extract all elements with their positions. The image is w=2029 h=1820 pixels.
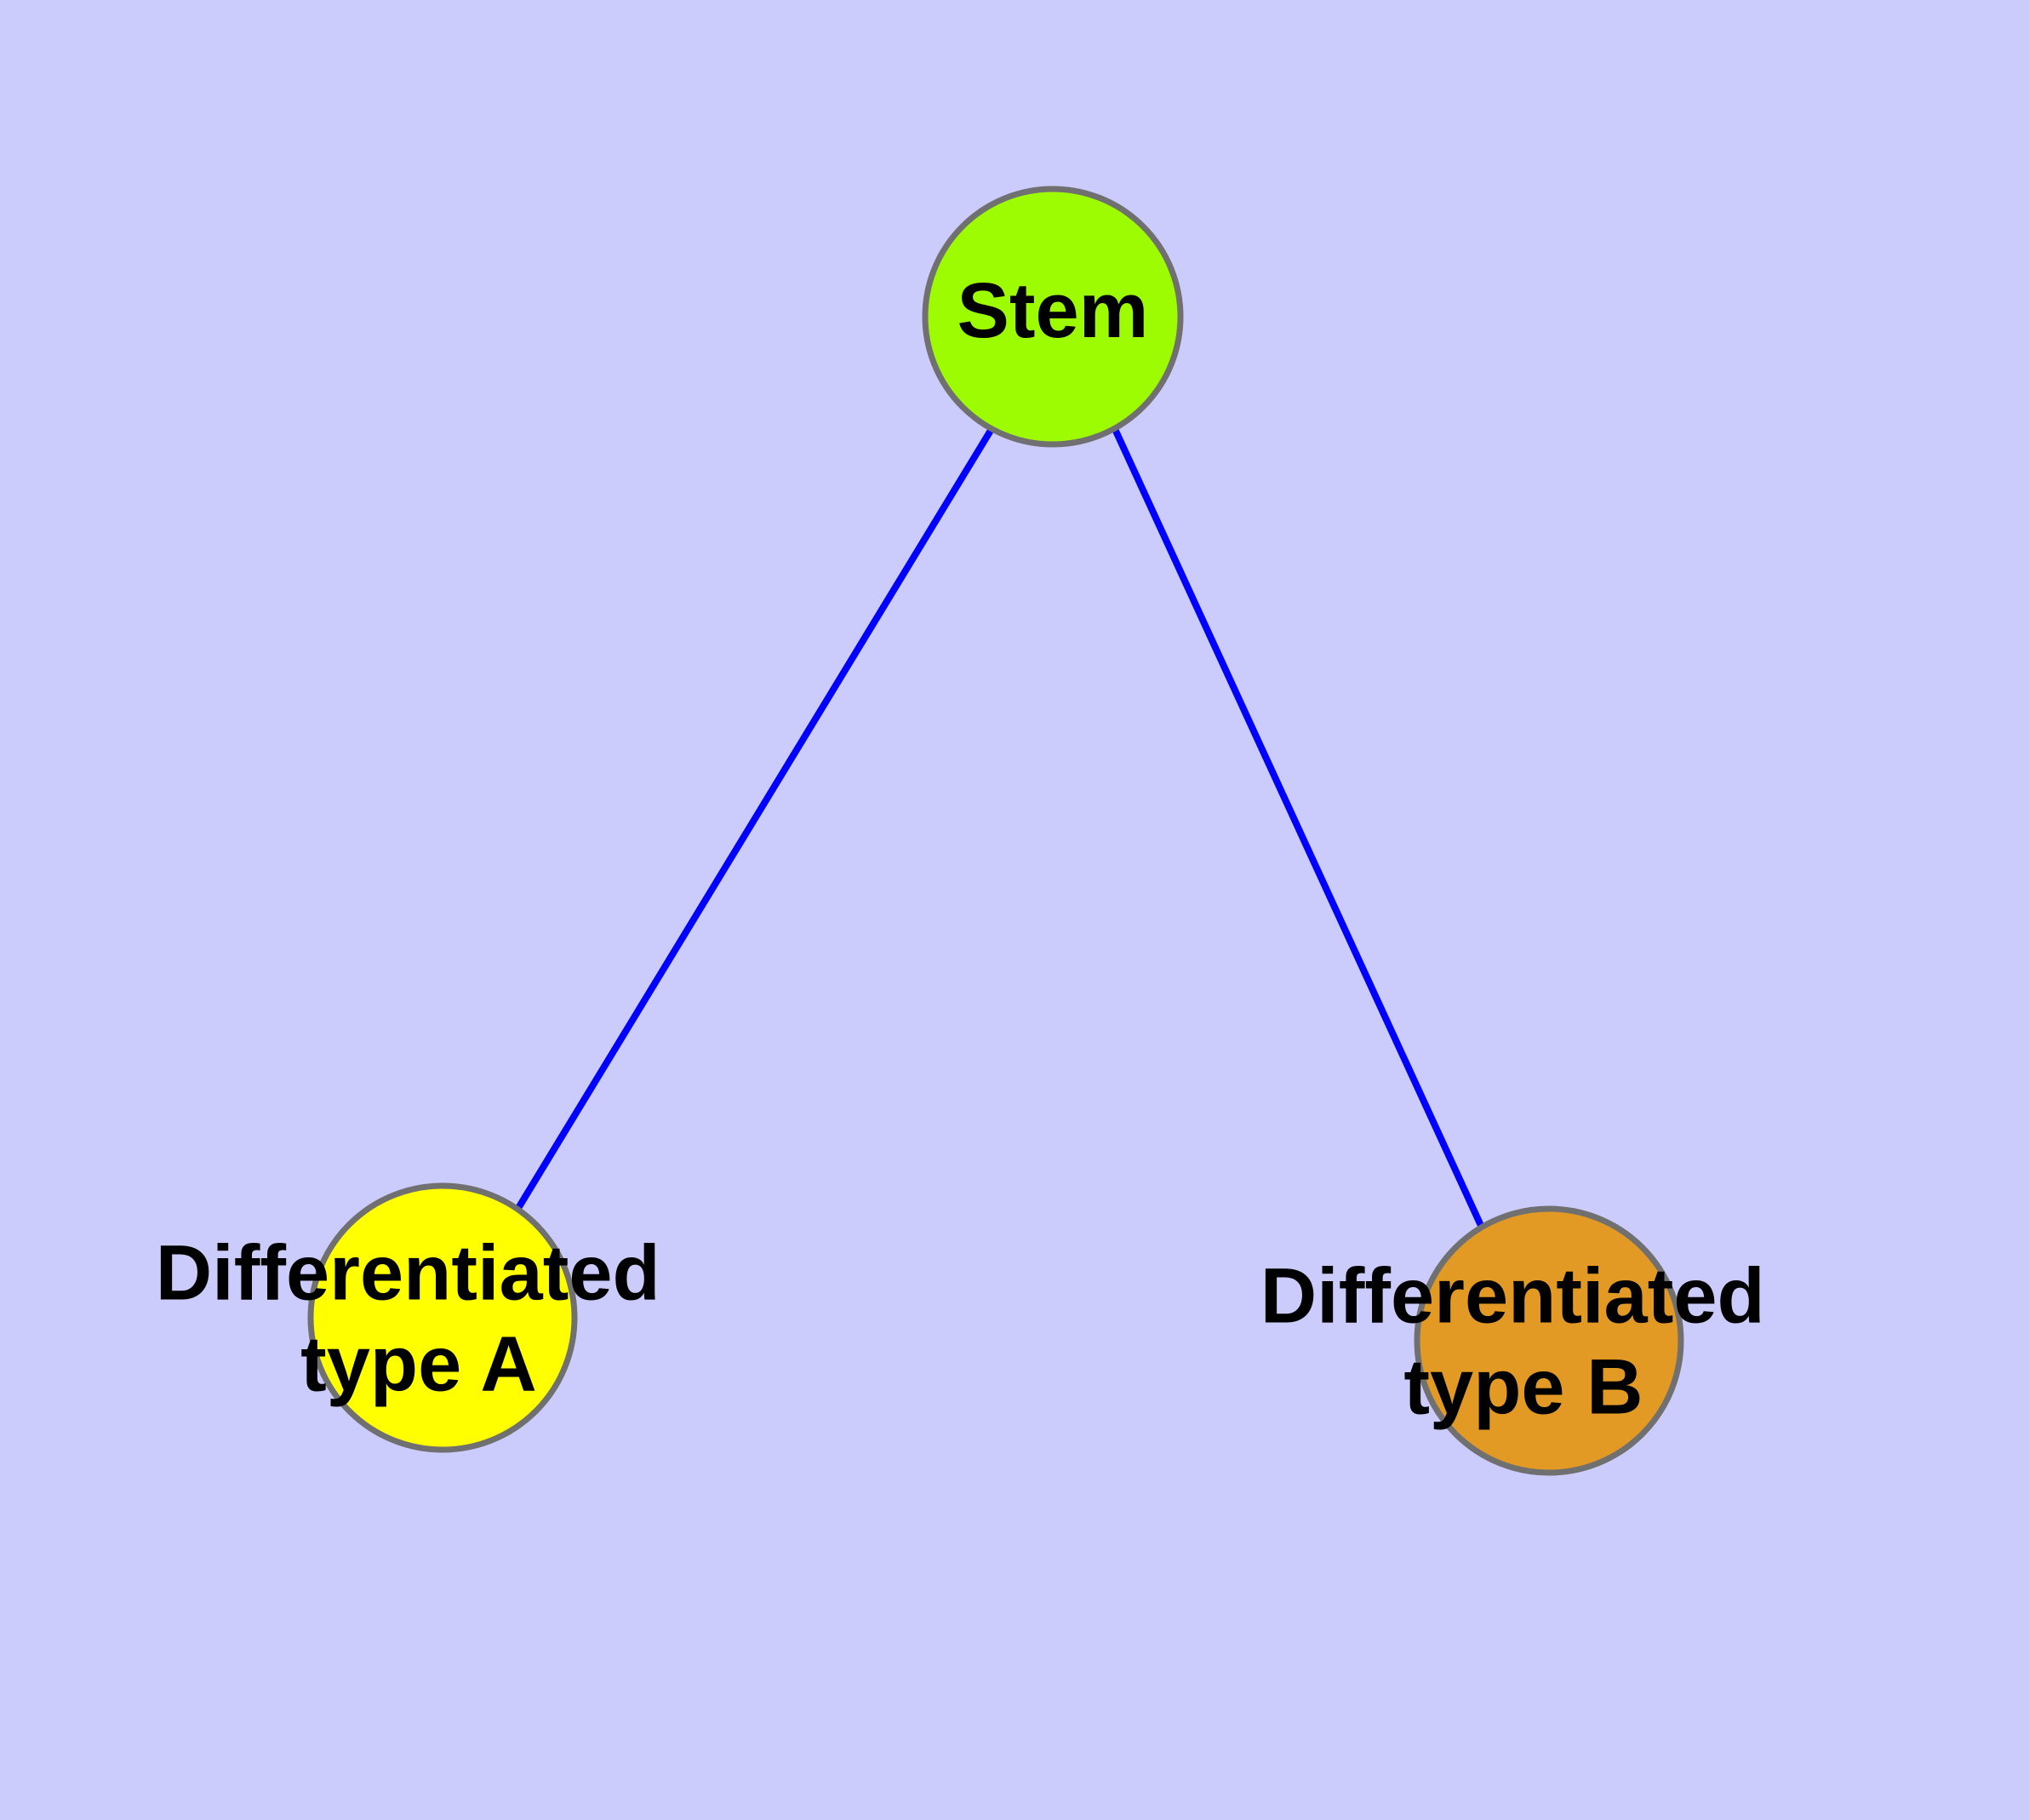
node-differentiated-type-a-label: Differentiated type A [156, 1230, 683, 1408]
node-stem[interactable] [922, 186, 1184, 448]
node-differentiated-type-b[interactable] [1414, 1205, 1684, 1476]
node-stem-circle[interactable] [922, 186, 1184, 448]
node-differentiated-type-b-label-line-1: Differentiated [1260, 1253, 1765, 1340]
edge-stem-to-diff-b[interactable] [1112, 427, 1486, 1231]
node-stem-label: Stem [957, 267, 1149, 354]
node-differentiated-type-a-label-line-2: type A [300, 1321, 537, 1408]
edge-stem-to-diff-a[interactable] [507, 426, 995, 1223]
label-layer: Stem Differentiated type A Differentiate… [156, 267, 1787, 1431]
node-differentiated-type-a-label-line-1: Differentiated [156, 1230, 660, 1317]
node-differentiated-type-b-label-line-2: type B [1403, 1344, 1643, 1431]
node-differentiated-type-a-circle[interactable] [307, 1182, 578, 1453]
node-differentiated-type-b-label: Differentiated type B [1260, 1253, 1787, 1431]
node-layer [307, 186, 1684, 1476]
node-stem-label-line-1: Stem [957, 267, 1149, 354]
node-differentiated-type-a[interactable] [307, 1182, 578, 1453]
edge-layer [507, 426, 1486, 1231]
node-differentiated-type-b-circle[interactable] [1414, 1205, 1684, 1476]
